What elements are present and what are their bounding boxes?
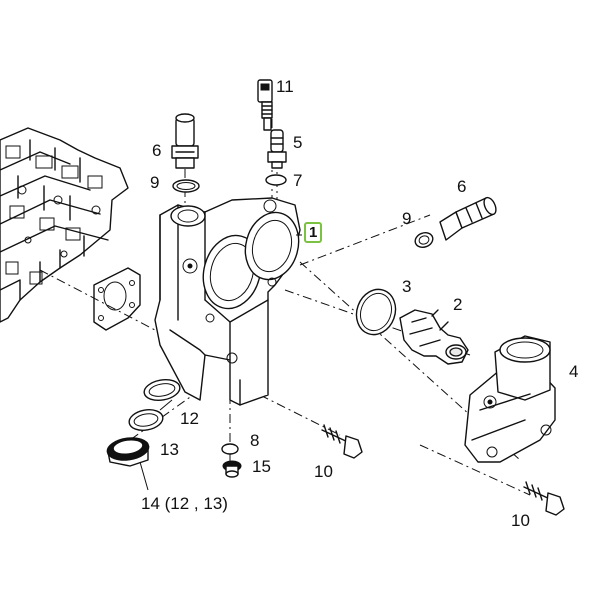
thermostat-illustration [399,309,469,365]
seal-ring-13-illustration [128,409,164,431]
callout-9-upper-ring[interactable]: 9 [150,173,160,192]
callout-5-fitting[interactable]: 5 [293,133,303,152]
bolt-10-left-illustration [321,424,363,459]
callout-12-ring[interactable]: 12 [180,409,199,428]
callout-14-assembly[interactable]: 14 (12 , 13) [141,494,228,513]
seal-assembly-14-illustration [106,437,150,467]
callout-6-upper-fitting[interactable]: 6 [152,141,162,160]
connector-fitting-right-illustration [439,196,497,241]
sensor-illustration [257,79,273,131]
callout-10-left-bolt[interactable]: 10 [314,462,333,481]
callout-8-ring[interactable]: 8 [250,431,260,450]
callout-10-right-bolt[interactable]: 10 [511,511,530,530]
callout-9-right-ring[interactable]: 9 [402,209,412,228]
callout-1-housing[interactable]: 1 [304,222,323,243]
seal-ring-7-illustration [265,174,287,186]
housing-cover-illustration [464,335,556,463]
callout-15-plug[interactable]: 15 [252,457,271,476]
seal-ring-9-right-illustration [414,232,434,248]
plug-15-illustration [222,460,242,478]
callout-2-thermostat[interactable]: 2 [453,295,463,314]
callout-3-o-ring[interactable]: 3 [402,277,412,296]
leader-lines [139,234,302,491]
engine-block-illustration [0,127,129,323]
connector-fitting-upper-illustration [171,113,199,169]
fitting-illustration [267,129,287,169]
o-ring-3-illustration [355,288,397,336]
callout-13-ring[interactable]: 13 [160,440,179,459]
seal-ring-9-upper-illustration [172,179,200,193]
flange-gasket-illustration [93,267,141,331]
callout-11-sensor[interactable]: 11 [276,77,294,96]
seal-ring-8-illustration [221,443,239,455]
callout-6-right-fitting[interactable]: 6 [457,177,467,196]
callout-7-ring[interactable]: 7 [293,171,303,190]
callout-4-cover[interactable]: 4 [569,362,579,381]
thermostat-housing-illustration [154,197,301,406]
bolt-10-right-illustration [523,481,565,516]
seal-ring-12-illustration [143,378,181,402]
